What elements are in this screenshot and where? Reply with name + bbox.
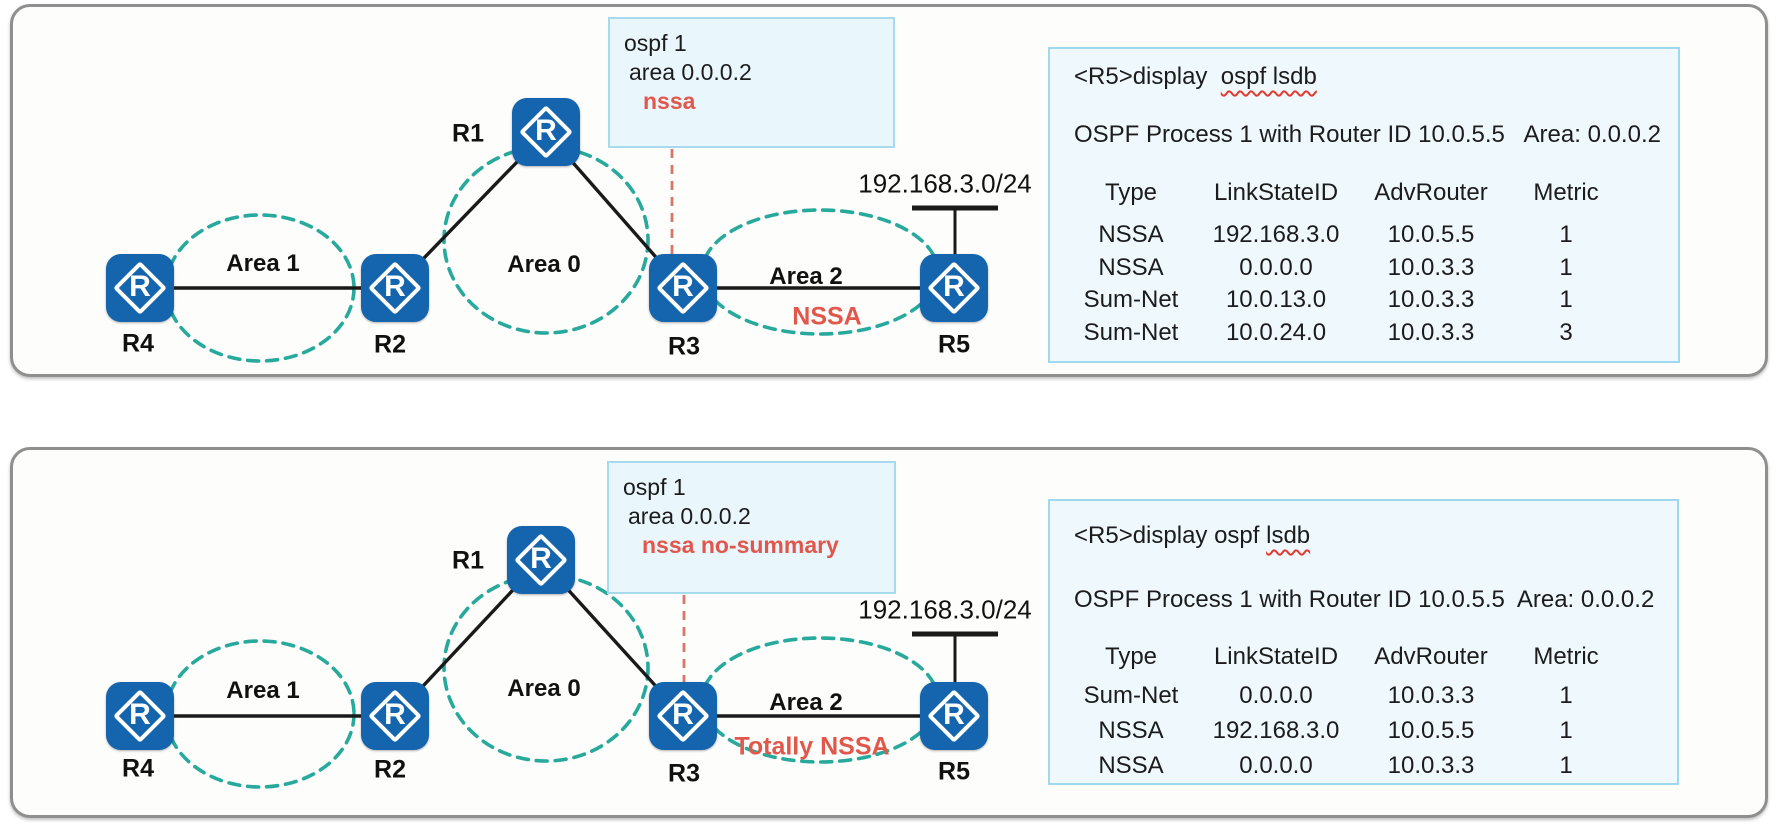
router-label-r2: R2 [374, 330, 406, 359]
table-cell: 10.0.3.3 [1387, 318, 1475, 346]
lsdb-table-rows: Sum-Net 0.0.0.0 10.0.3.3 1 NSSA 192.168.… [1066, 680, 1626, 785]
cli-command-text: <R5>display [1074, 63, 1221, 90]
router-letter: R [530, 542, 552, 575]
ospf-config-callout: ospf 1 area 0.0.0.2 nssa [608, 17, 895, 148]
table-cell: 1 [1559, 682, 1573, 709]
lsdb-table-header: Type LinkStateID AdvRouter Metric [1066, 641, 1626, 673]
table-cell: 10.0.3.3 [1387, 253, 1475, 281]
router-r2-bottom: R [361, 682, 429, 750]
table-cell: 1 [1559, 221, 1573, 248]
lsdb-table-header: Type LinkStateID AdvRouter Metric [1066, 177, 1626, 209]
table-cell: 1 [1559, 286, 1573, 313]
config-line-ospf: ospf 1 [623, 474, 686, 500]
table-cell: Sum-Net [1083, 682, 1179, 709]
table-cell: 3 [1559, 318, 1573, 346]
area1-label: Area 1 [226, 677, 300, 704]
col-header-linkstateid: LinkStateID [1213, 179, 1339, 206]
lsdb-table-rows: NSSA 192.168.3.0 10.0.5.5 1 NSSA 0.0.0.0… [1066, 219, 1626, 349]
cli-command-spellcheck: lsdb [1266, 522, 1311, 549]
router-letter: R [672, 270, 694, 303]
col-header-metric: Metric [1533, 643, 1599, 670]
config-line-nssa: nssa [643, 88, 696, 114]
router-label-r1: R1 [452, 546, 484, 575]
table-cell: 0.0.0.0 [1239, 752, 1313, 779]
ospf-process-line: OSPF Process 1 with Router ID 10.0.5.5 A… [1074, 586, 1655, 613]
router-label-r5: R5 [938, 757, 970, 786]
router-r2: R [361, 254, 429, 322]
table-cell: 10.0.13.0 [1225, 286, 1327, 313]
router-letter: R [535, 114, 557, 147]
table-cell: NSSA [1098, 221, 1164, 248]
router-r5: R [920, 254, 988, 322]
router-r1: R [512, 98, 580, 166]
table-cell: 0.0.0.0 [1239, 682, 1313, 709]
router-letter: R [943, 270, 965, 303]
r5-lsdb-terminal: <R5>display ospf lsdb OSPF Process 1 wit… [1048, 47, 1680, 363]
table-cell: 10.0.3.3 [1387, 682, 1475, 709]
table-cell: 1 [1559, 752, 1573, 779]
col-header-advrouter: AdvRouter [1374, 643, 1488, 670]
table-cell: Sum-Net [1083, 318, 1179, 346]
col-header-advrouter: AdvRouter [1374, 179, 1488, 206]
table-cell: 10.0.3.3 [1387, 752, 1475, 779]
router-letter: R [672, 698, 694, 731]
table-cell: 1 [1559, 253, 1573, 281]
router-label-r4: R4 [122, 754, 154, 783]
router-r3: R [649, 254, 717, 322]
cli-command-spellcheck: ospf lsdb [1220, 63, 1317, 90]
area0-label: Area 0 [507, 675, 581, 702]
table-cell: 192.168.3.0 [1212, 221, 1340, 248]
table-cell: 192.168.3.0 [1212, 717, 1340, 744]
router-label-r1: R1 [452, 119, 484, 148]
network-prefix-label: 192.168.3.0/24 [858, 168, 1032, 199]
area2-totally-nssa-tag: Totally NSSA [734, 732, 890, 761]
router-label-r2: R2 [374, 755, 406, 784]
cli-command: <R5>display ospf lsdb [1074, 521, 1310, 551]
area2-nssa-tag: NSSA [792, 302, 862, 331]
router-letter: R [943, 698, 965, 731]
ospf-process-line: OSPF Process 1 with Router ID 10.0.5.5 A… [1074, 121, 1661, 148]
table-cell: 10.0.5.5 [1387, 717, 1475, 744]
table-cell: 10.0.24.0 [1225, 318, 1327, 346]
config-line-ospf: ospf 1 [624, 30, 687, 56]
col-header-type: Type [1104, 643, 1158, 670]
router-r4-bottom: R [106, 682, 174, 750]
table-cell: 10.0.3.3 [1387, 286, 1475, 313]
area0-label: Area 0 [507, 251, 581, 278]
router-r5-bottom: R [920, 682, 988, 750]
cli-command: <R5>display ospf lsdb [1074, 62, 1317, 92]
ospf-config-callout-bottom: ospf 1 area 0.0.0.2 nssa no-summary [607, 461, 896, 594]
config-line-area: area 0.0.0.2 [629, 59, 752, 85]
col-header-type: Type [1104, 179, 1158, 206]
router-letter: R [384, 698, 406, 731]
router-r1-bottom: R [507, 526, 575, 594]
table-cell: NSSA [1098, 253, 1164, 281]
router-letter: R [129, 698, 151, 731]
router-letter: R [129, 270, 151, 303]
config-line-area: area 0.0.0.2 [628, 503, 751, 529]
col-header-linkstateid: LinkStateID [1213, 643, 1339, 670]
router-label-r3: R3 [668, 759, 700, 788]
network-prefix-label: 192.168.3.0/24 [858, 594, 1032, 625]
router-r3-bottom: R [649, 682, 717, 750]
table-cell: 10.0.5.5 [1387, 221, 1475, 248]
table-cell: 0.0.0.0 [1239, 253, 1313, 281]
col-header-metric: Metric [1533, 179, 1599, 206]
config-line-nssa-no-summary: nssa no-summary [642, 532, 839, 558]
router-label-r5: R5 [938, 330, 970, 359]
area2-label: Area 2 [769, 689, 843, 716]
router-letter: R [384, 270, 406, 303]
router-label-r4: R4 [122, 329, 154, 358]
router-label-r3: R3 [668, 332, 700, 361]
area2-label: Area 2 [769, 263, 843, 290]
table-cell: NSSA [1098, 717, 1164, 744]
cli-command-text: <R5>display ospf [1074, 522, 1267, 549]
area1-label: Area 1 [226, 250, 300, 277]
router-r4: R [106, 254, 174, 322]
table-cell: 1 [1559, 717, 1573, 744]
table-cell: Sum-Net [1083, 286, 1179, 313]
r5-lsdb-terminal-bottom: <R5>display ospf lsdb OSPF Process 1 wit… [1048, 499, 1679, 785]
table-cell: NSSA [1098, 752, 1164, 779]
